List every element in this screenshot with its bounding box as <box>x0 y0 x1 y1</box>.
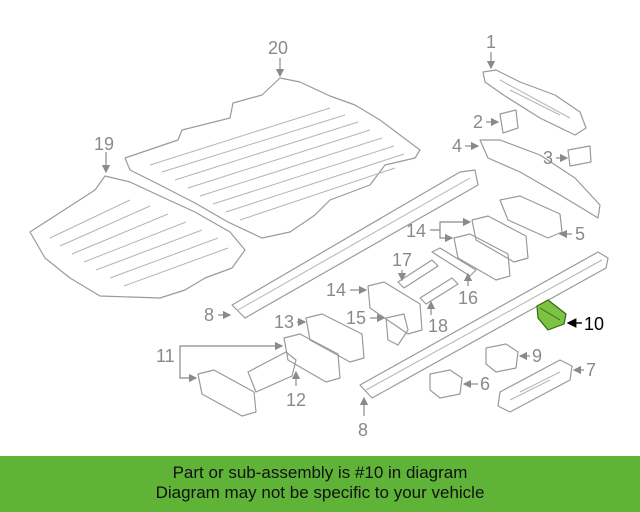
label-10: 10 <box>584 314 604 334</box>
part-8-side-rail-left <box>231 169 479 319</box>
part-13-crossmember <box>305 313 365 363</box>
part-16-brace <box>431 247 477 277</box>
part-9-bracket <box>485 343 519 373</box>
label-8-left: 8 <box>204 305 214 325</box>
label-11: 11 <box>156 346 175 366</box>
leader-lines <box>101 52 584 416</box>
part-10-highlighted[interactable] <box>536 299 567 331</box>
part-12-bracket <box>247 351 297 393</box>
label-7: 7 <box>586 360 596 380</box>
part-6-bracket <box>429 369 463 399</box>
label-1: 1 <box>486 32 496 52</box>
part-15-bracket <box>385 313 409 346</box>
info-banner: Part or sub-assembly is #10 in diagram D… <box>0 456 640 512</box>
part-3-plate <box>567 145 592 167</box>
part-14-crossmember-lower <box>367 281 423 335</box>
label-2: 2 <box>473 112 483 132</box>
label-16: 16 <box>458 288 478 308</box>
part-17-bracket <box>397 259 439 289</box>
label-9: 9 <box>532 346 542 366</box>
label-18: 18 <box>428 316 448 336</box>
parts-diagram: 20 19 1 2 3 4 5 14 17 16 18 14 15 13 11 … <box>29 32 609 440</box>
label-8-bottom: 8 <box>358 420 368 440</box>
banner-line-disclaimer: Diagram may not be specific to your vehi… <box>155 483 485 502</box>
part-4-crossmember <box>479 139 601 219</box>
label-5: 5 <box>575 224 585 244</box>
label-13: 13 <box>274 312 294 332</box>
part-14-crossmember-upper <box>453 215 529 281</box>
part-20-floor-pan <box>124 77 421 239</box>
part-5-bracket <box>499 195 563 239</box>
callout-labels: 20 19 1 2 3 4 5 14 17 16 18 14 15 13 11 … <box>94 32 604 440</box>
part-1-bracket <box>482 69 587 136</box>
part-7-plate <box>497 359 573 413</box>
label-19: 19 <box>94 134 114 154</box>
label-4: 4 <box>452 136 462 156</box>
part-2-plate <box>499 109 519 134</box>
label-15: 15 <box>346 308 366 328</box>
label-20: 20 <box>268 38 288 58</box>
part-11-crossmember-upper <box>283 333 341 383</box>
part-8-side-rail-right <box>359 251 609 399</box>
banner-line-part-number: Part or sub-assembly is #10 in diagram <box>172 463 468 482</box>
part-18-bracket <box>419 277 459 305</box>
label-17: 17 <box>392 250 412 270</box>
label-6: 6 <box>480 374 490 394</box>
label-3: 3 <box>543 148 553 168</box>
label-12: 12 <box>286 390 306 410</box>
label-14-upper: 14 <box>406 221 426 241</box>
part-19-floor-pan <box>29 175 246 299</box>
part-11-crossmember-lower <box>197 369 257 417</box>
label-14-lower: 14 <box>326 280 346 300</box>
